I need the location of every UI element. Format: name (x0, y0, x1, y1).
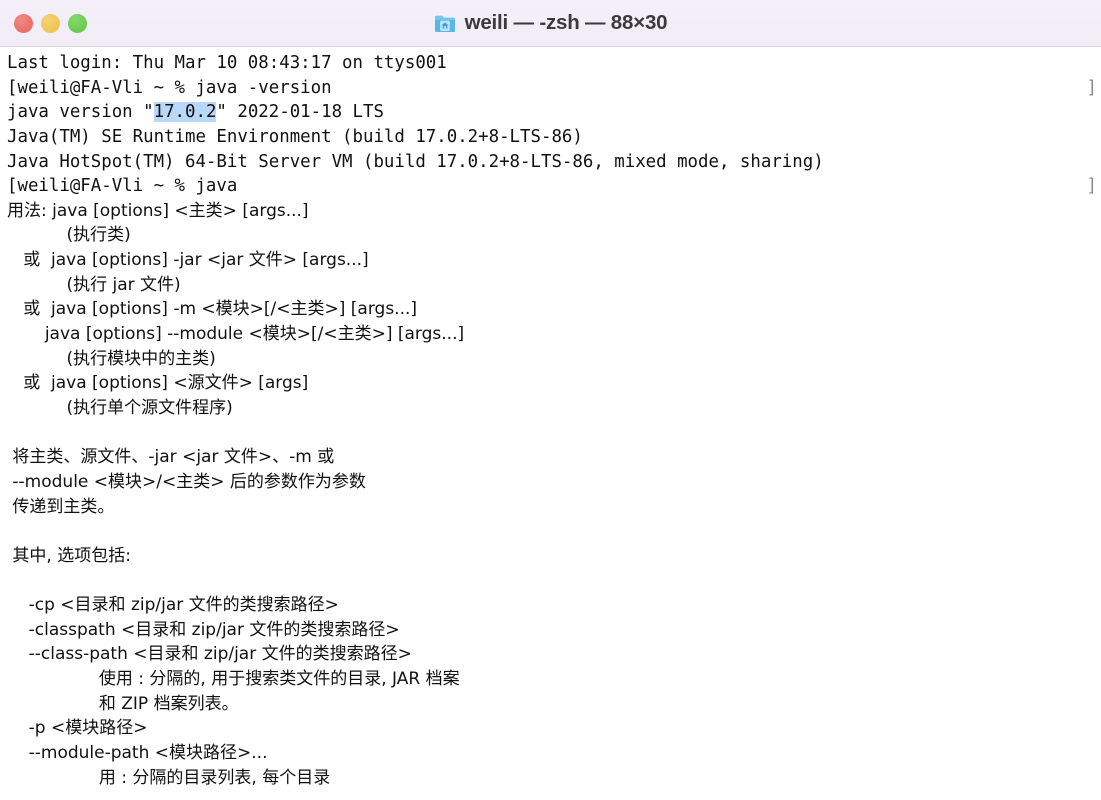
terminal-text: --module <模块>/<主类> 后的参数作为参数 (7, 471, 366, 492)
terminal-line (7, 519, 1101, 544)
terminal-line: 其中, 选项包括: (7, 544, 1101, 569)
terminal-line: 和 ZIP 档案列表。 (7, 692, 1101, 717)
terminal-line: -classpath <目录和 zip/jar 文件的类搜索路径> (7, 618, 1101, 643)
terminal-text: " 2022-01-18 LTS (216, 102, 384, 123)
terminal-line: (执行模块中的主类) (7, 347, 1101, 372)
terminal-screen[interactable]: Last login: Thu Mar 10 08:43:17 on ttys0… (0, 51, 1101, 790)
terminal-text: Java HotSpot(TM) 64-Bit Server VM (build… (7, 151, 824, 172)
terminal-text: (执行模块中的主类) (7, 348, 216, 369)
terminal-text: 和 ZIP 档案列表。 (7, 693, 239, 714)
window-title-text: weili — -zsh — 88×30 (464, 11, 668, 34)
terminal-line: Last login: Thu Mar 10 08:43:17 on ttys0… (7, 51, 1101, 76)
terminal-body[interactable]: Last login: Thu Mar 10 08:43:17 on ttys0… (0, 47, 1101, 800)
terminal-text: 其中, 选项包括: (7, 545, 131, 566)
terminal-text: java [options] --module <模块>[/<主类>] [arg… (7, 324, 465, 345)
terminal-text: (执行 jar 文件) (7, 274, 181, 295)
terminal-text: 用法: java [options] <主类> [args...] (7, 200, 309, 221)
terminal-line: 将主类、源文件、-jar <jar 文件>、-m 或 (7, 445, 1101, 470)
window-titlebar[interactable]: weili — -zsh — 88×30 (0, 0, 1101, 47)
terminal-text: -cp <目录和 zip/jar 文件的类搜索路径> (7, 595, 339, 616)
window-title-group: weili — -zsh — 88×30 (0, 0, 1101, 46)
zoom-window-button[interactable] (68, 13, 87, 33)
terminal-line (7, 568, 1101, 593)
terminal-line: [weili@FA-Vli ~ % java -version] (7, 76, 1101, 101)
terminal-text: 或 java [options] -jar <jar 文件> [args...] (7, 250, 369, 271)
home-folder-icon (434, 14, 456, 33)
terminal-line: Java(TM) SE Runtime Environment (build 1… (7, 125, 1101, 150)
terminal-line: 用 : 分隔的目录列表, 每个目录 (7, 766, 1101, 791)
terminal-line: 用法: java [options] <主类> [args...] (7, 199, 1101, 224)
terminal-text: --module-path <模块路径>... (7, 742, 268, 763)
terminal-line: --class-path <目录和 zip/jar 文件的类搜索路径> (7, 642, 1101, 667)
terminal-line (7, 421, 1101, 446)
minimize-window-button[interactable] (41, 13, 60, 33)
terminal-text: -classpath <目录和 zip/jar 文件的类搜索路径> (7, 619, 400, 640)
terminal-text: 使用 : 分隔的, 用于搜索类文件的目录, JAR 档案 (7, 669, 460, 690)
terminal-line: -cp <目录和 zip/jar 文件的类搜索路径> (7, 593, 1101, 618)
terminal-line: 或 java [options] -m <模块>[/<主类>] [args...… (7, 297, 1101, 322)
terminal-text: -p <模块路径> (7, 718, 148, 739)
terminal-line: Java HotSpot(TM) 64-Bit Server VM (build… (7, 150, 1101, 175)
terminal-text: java version " (7, 102, 154, 123)
terminal-text: --class-path <目录和 zip/jar 文件的类搜索路径> (7, 644, 412, 665)
terminal-line: 使用 : 分隔的, 用于搜索类文件的目录, JAR 档案 (7, 667, 1101, 692)
close-window-button[interactable] (14, 13, 33, 33)
terminal-text: 传递到主类。 (7, 496, 115, 517)
terminal-text: 用 : 分隔的目录列表, 每个目录 (7, 767, 331, 788)
terminal-text: Last login: Thu Mar 10 08:43:17 on ttys0… (7, 53, 447, 73)
terminal-text: Java(TM) SE Runtime Environment (build 1… (7, 126, 583, 147)
selected-text[interactable]: 17.0.2 (153, 102, 217, 123)
terminal-text: (执行类) (7, 225, 131, 246)
terminal-line: 或 java [options] -jar <jar 文件> [args...] (7, 248, 1101, 273)
prompt-mark: ] (1086, 176, 1097, 197)
terminal-line: (执行单个源文件程序) (7, 396, 1101, 421)
terminal-text: [weili@FA-Vli ~ % java (7, 176, 238, 197)
terminal-line: -p <模块路径> (7, 716, 1101, 741)
terminal-text: 或 java [options] <源文件> [args] (7, 373, 309, 394)
terminal-text: [weili@FA-Vli ~ % java -version (7, 77, 332, 98)
terminal-line: java [options] --module <模块>[/<主类>] [arg… (7, 322, 1101, 347)
terminal-text: (执行单个源文件程序) (7, 397, 233, 418)
terminal-line: --module <模块>/<主类> 后的参数作为参数 (7, 470, 1101, 495)
terminal-text: 或 java [options] -m <模块>[/<主类>] [args...… (7, 299, 418, 320)
terminal-line: 传递到主类。 (7, 495, 1101, 520)
terminal-line: (执行类) (7, 223, 1101, 248)
terminal-line: 或 java [options] <源文件> [args] (7, 371, 1101, 396)
prompt-mark: ] (1086, 77, 1097, 98)
terminal-line: java version "17.0.2" 2022-01-18 LTS (7, 100, 1101, 125)
terminal-text: 将主类、源文件、-jar <jar 文件>、-m 或 (7, 447, 335, 468)
terminal-line: [weili@FA-Vli ~ % java] (7, 174, 1101, 199)
terminal-line: --module-path <模块路径>... (7, 741, 1101, 766)
terminal-line: (执行 jar 文件) (7, 273, 1101, 298)
traffic-light-group (0, 13, 87, 33)
